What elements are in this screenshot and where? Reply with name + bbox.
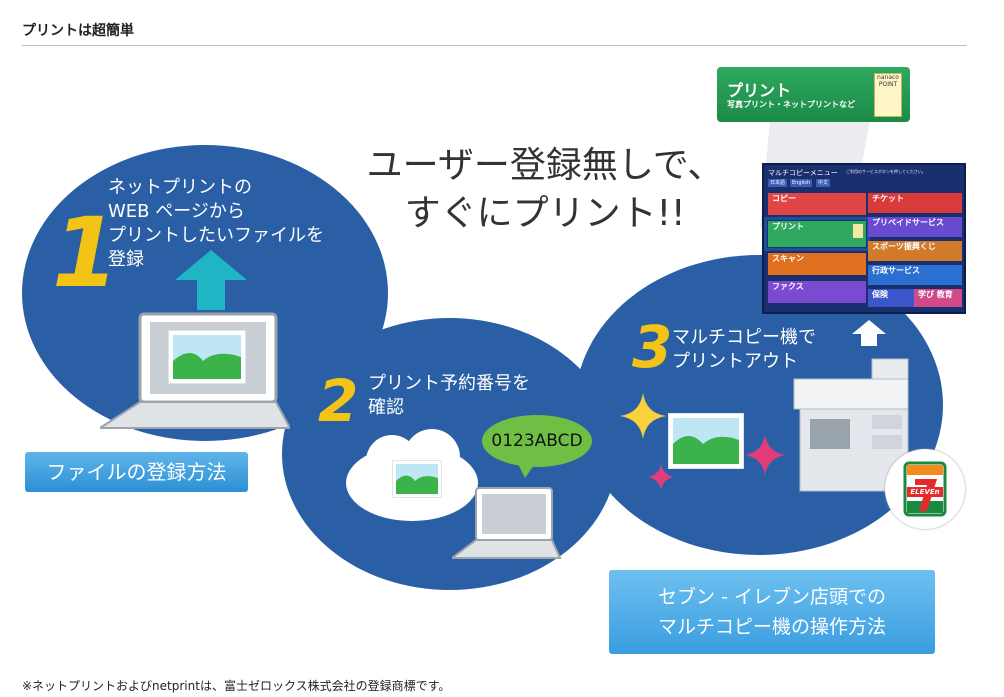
small-arrow-icon [852,320,886,346]
file-register-button[interactable]: ファイルの登録方法 [25,452,248,492]
logo-text: ELEVEn [910,488,940,496]
print-card-title: プリント [727,81,792,100]
tagline-line1: ユーザー登録無しで、 [366,145,724,186]
copier-menu-note: ご利用のサービスボタンを押してください。 [846,169,926,174]
menu-fax: ファクス [768,281,866,303]
reservation-code-bubble: 0123ABCD [482,415,592,467]
bubble-tail [515,458,539,478]
sparkle-icon [745,435,785,475]
copier-menu-title: マルチコピーメニュー [768,169,838,177]
step1-number: 1 [52,197,119,309]
footnote: ※ネットプリントおよびnetprintは、富士ゼロックス株式会社の登録商標です。 [22,679,451,693]
menu-sports-lottery: スポーツ振興くじ [868,241,962,261]
menu-scan: スキャン [768,253,866,275]
store-button-line2: マルチコピー機の操作方法 [657,616,886,638]
print-card-subtitle: 写真プリント・ネットプリントなど [727,100,855,109]
step3-number: 3 [632,313,673,381]
photo-icon [168,330,246,384]
heading-divider [22,45,967,46]
step2-text: プリント予約番号を 確認 [368,373,530,418]
step2-number: 2 [318,367,359,435]
menu-copy: コピー [768,193,866,215]
printed-photo-icon [668,413,744,469]
menu-learning: 学び 教育 [914,289,962,307]
lang-english: English [790,179,813,187]
menu-insurance: 保険 [868,289,914,307]
step3-text: マルチコピー機で プリントアウト [672,327,816,372]
store-operation-button[interactable]: セブン - イレブン店頭での マルチコピー機の操作方法 [609,570,935,654]
copier-menu-screen: マルチコピーメニュー ご利用のサービスボタンを押してください。 日本語 Engl… [762,163,966,314]
laptop-small-icon [452,487,562,559]
menu-prepaid: プリペイドサービス [868,217,962,237]
page-heading: プリントは超簡単 [22,23,134,39]
lang-japanese: 日本語 [768,179,788,187]
seven-eleven-logo: ELEVEn [885,449,965,529]
menu-ticket: チケット [868,193,962,213]
tagline-line2: すぐにプリント!! [404,193,686,234]
store-button-line1: セブン - イレブン店頭での [658,586,886,608]
tagline: ユーザー登録無しで、 すぐにプリント!! [350,142,740,238]
sparkle-icon [648,464,674,490]
lang-chinese: 中文 [816,179,831,187]
menu-print: プリント [764,217,870,251]
print-card: プリント 写真プリント・ネットプリントなど nanaco POINT [717,67,910,122]
cloud-photo-icon [392,460,442,498]
menu-gov-services: 行政サービス [868,265,962,285]
upload-arrow-icon [175,250,247,310]
nanaco-icon: nanaco POINT [874,73,902,117]
sparkle-icon [620,393,666,439]
step1-text: ネットプリントの WEB ページから プリントしたいファイルを 登録 [108,177,324,270]
